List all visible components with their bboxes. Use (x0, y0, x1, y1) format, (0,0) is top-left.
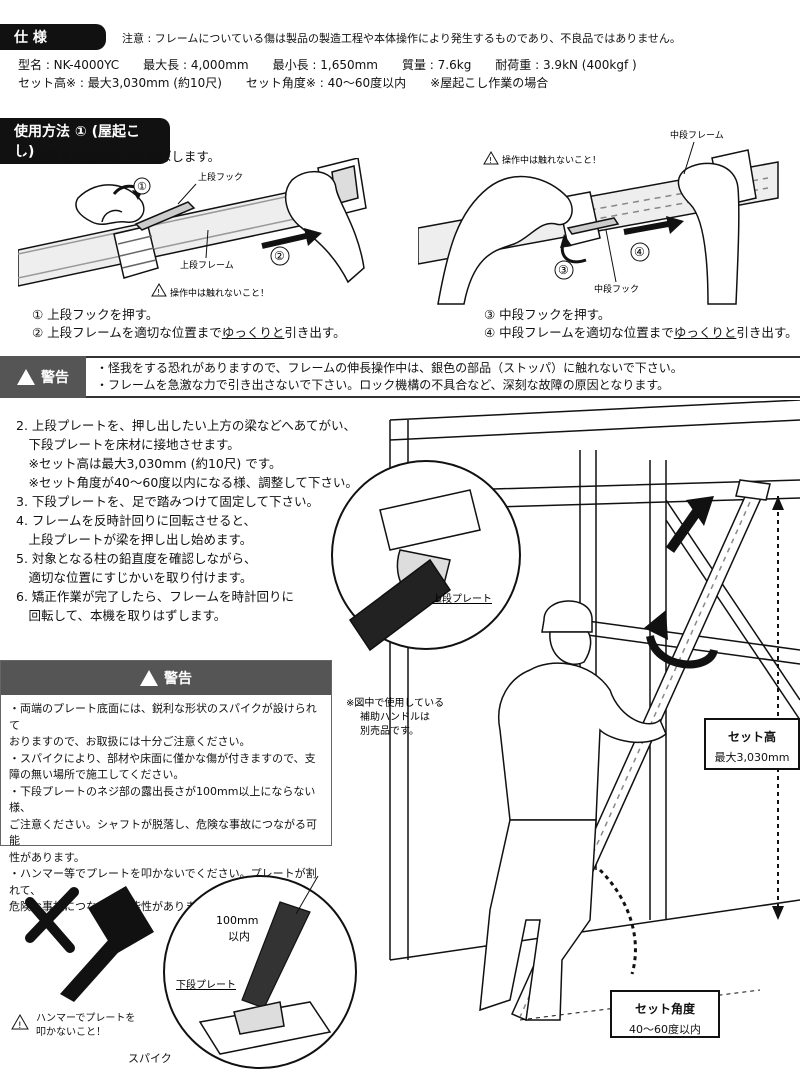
captions-left: ① 上段フックを押す。 ② 上段フレームを適切な位置までゆっくりと引き出す。 (32, 307, 346, 340)
pull-arrow-right (623, 221, 669, 235)
hammer-icon (60, 886, 154, 1002)
pull-upper-frame-illustration: ① ② 上段フック 上段フレーム ! 操作中は触れないこと！ (18, 158, 367, 299)
helmet (541, 600, 593, 633)
svg-text:!: ! (18, 1021, 22, 1031)
lower-plate-illustration: 100mm 以内 下段プレート (163, 875, 357, 1069)
label-middle-frame: 中段フレーム (670, 129, 724, 141)
caution-icon (151, 283, 167, 297)
zoom-plate (348, 489, 481, 652)
rotate-arrow-head (644, 610, 668, 640)
warning-box-2: 警告 ・両端のプレート底面には、鋭利な形状のスパイクが設けられておりますので、お… (0, 660, 332, 913)
warning-bar (0, 356, 800, 398)
label-num-3: ③ (558, 263, 569, 277)
pull-arrow-head (304, 228, 322, 246)
main-scene-illustration: 上段プレート ※図中で使用している 補助ハンドルは 別売品です。 (331, 400, 800, 1021)
spec-heading: 仕 様 (0, 24, 106, 50)
spec-notice: 注意 : フレームについている傷は製品の製造工程や本体操作により発生するものであ… (122, 32, 681, 45)
label-num-4: ④ (634, 245, 645, 259)
caution-icon-right (483, 151, 499, 165)
svg-text:!: ! (157, 288, 160, 297)
warning-box-2-head: 警告 (1, 661, 331, 695)
captions-right: ③ 中段フックを押す。 ④ 中段フレームを適切な位置までゆっくりと引き出す。 (484, 307, 798, 340)
no-hammer-illustration (25, 886, 154, 1002)
press-arrow-head (560, 234, 572, 248)
label-middle-hook: 中段フック (594, 283, 639, 295)
step-1-text: 1. 本機を適切な長さに伸ばします。 (18, 149, 221, 164)
warning-triangle-icon-2 (140, 670, 158, 686)
spec-line-1: 型名 : NK-4000YC 最大長 : 4,000mm 最小長 : 1,650… (18, 58, 637, 72)
worker (479, 600, 667, 1021)
svg-text:!: ! (489, 156, 492, 165)
cross-mark-icon (25, 887, 79, 953)
set-height-callout: セット高最大3,030mm (704, 718, 800, 770)
steps-list: 2. 上段プレートを、押し出したい上方の梁などへあてがい、 下段プレートを床材に… (16, 418, 358, 623)
spec-line-2: セット高※ : 最大3,030mm (約10尺) セット角度※ : 40～60度… (18, 76, 549, 90)
handle-note-2: 補助ハンドルは (360, 710, 430, 723)
rotate-arrow (646, 634, 718, 669)
label-num-1: ① (137, 180, 147, 193)
length-sub: 以内 (228, 929, 250, 943)
warning-tag: 警告 (0, 356, 86, 398)
spike-label: スパイク (128, 1052, 172, 1065)
caution-right: 操作中は触れないこと！ (502, 154, 601, 166)
handle-note-3: 別売品です。 (360, 724, 419, 737)
label-upper-hook: 上段フック (198, 171, 243, 183)
hands-right (437, 162, 740, 305)
caution-icon-hammer: ! (11, 1013, 29, 1031)
lower-plate (198, 1001, 332, 1055)
upper-frame-tube (18, 185, 319, 287)
usage-heading: 使用方法 ① (屋起こし) (0, 118, 170, 164)
warning-triangle-icon (17, 369, 35, 385)
caution-left: 操作中は触れないこと！ (170, 287, 269, 299)
pull-middle-frame-illustration: ③ ④ 中段フレーム 中段フック ! 操作中は触れないこと！ (418, 129, 779, 305)
upper-plate-label: 上段プレート (432, 592, 492, 605)
label-num-2: ② (274, 249, 285, 263)
angle-arc (598, 868, 637, 975)
up-arrow (665, 507, 703, 553)
length-dim-line (295, 875, 319, 915)
upper-hook (134, 201, 196, 231)
warning-lines: ・怪我をする恐れがありますので、フレームの伸長操作中は、銀色の部品（ストッパ）に… (96, 361, 683, 392)
handle-note-1: ※図中で使用している (346, 696, 444, 709)
collar (113, 225, 159, 279)
length-label: 100mm (216, 914, 258, 927)
middle-hook (566, 217, 620, 235)
pull-arrow (261, 233, 307, 249)
right-hand (284, 170, 365, 284)
hammer-note: ハンマーでプレートを 叩かないこと！ (36, 1013, 136, 1038)
up-arrow-head (686, 496, 714, 526)
left-hand (75, 184, 145, 225)
lower-plate-label: 下段プレート (176, 978, 236, 991)
label-upper-frame: 上段フレーム (180, 259, 234, 271)
pull-arrow-right-head (666, 216, 684, 234)
